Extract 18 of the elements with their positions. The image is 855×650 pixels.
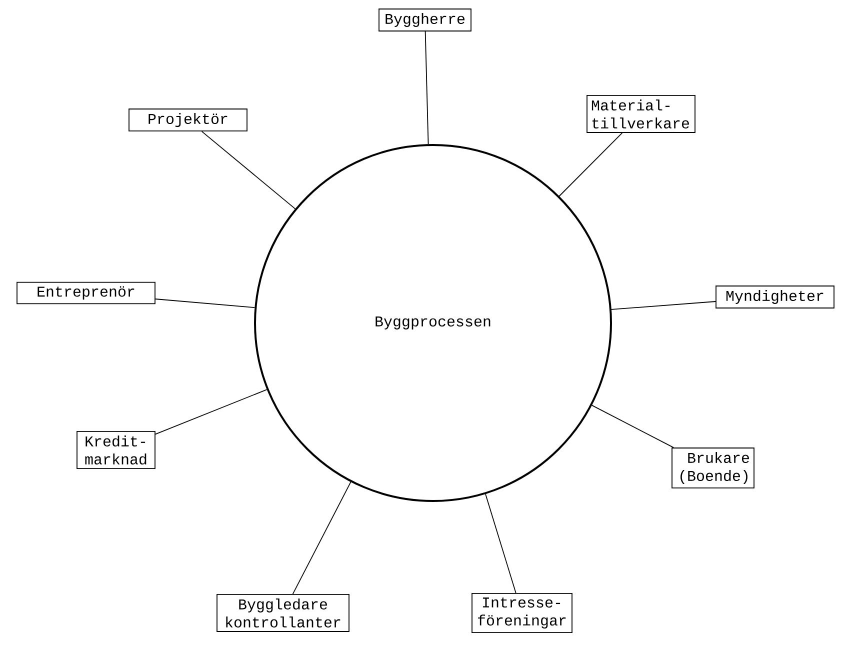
stakeholder-box: Byggledare kontrollanter <box>216 594 350 632</box>
stakeholder-box: Projektör <box>128 108 248 132</box>
connector-line <box>155 389 268 435</box>
stakeholder-box: Intresse- föreningar <box>472 593 572 633</box>
connector-line <box>292 482 352 594</box>
stakeholder-box: Myndigheter <box>716 286 834 308</box>
connector-line <box>558 132 623 197</box>
stakeholder-box: Byggherre <box>378 8 472 32</box>
connector-line <box>155 298 256 308</box>
stakeholder-box: Brukare (Boende) <box>672 448 754 488</box>
connector-line <box>485 494 516 594</box>
connector-line <box>611 301 716 310</box>
stakeholder-box: Entreprenör <box>16 282 156 304</box>
connector-line <box>424 30 429 145</box>
connector-line <box>592 404 674 448</box>
connector-line <box>201 130 296 210</box>
stakeholder-box: Kredit- marknad <box>76 431 156 469</box>
stakeholder-box: Material- tillverkare <box>586 95 696 133</box>
